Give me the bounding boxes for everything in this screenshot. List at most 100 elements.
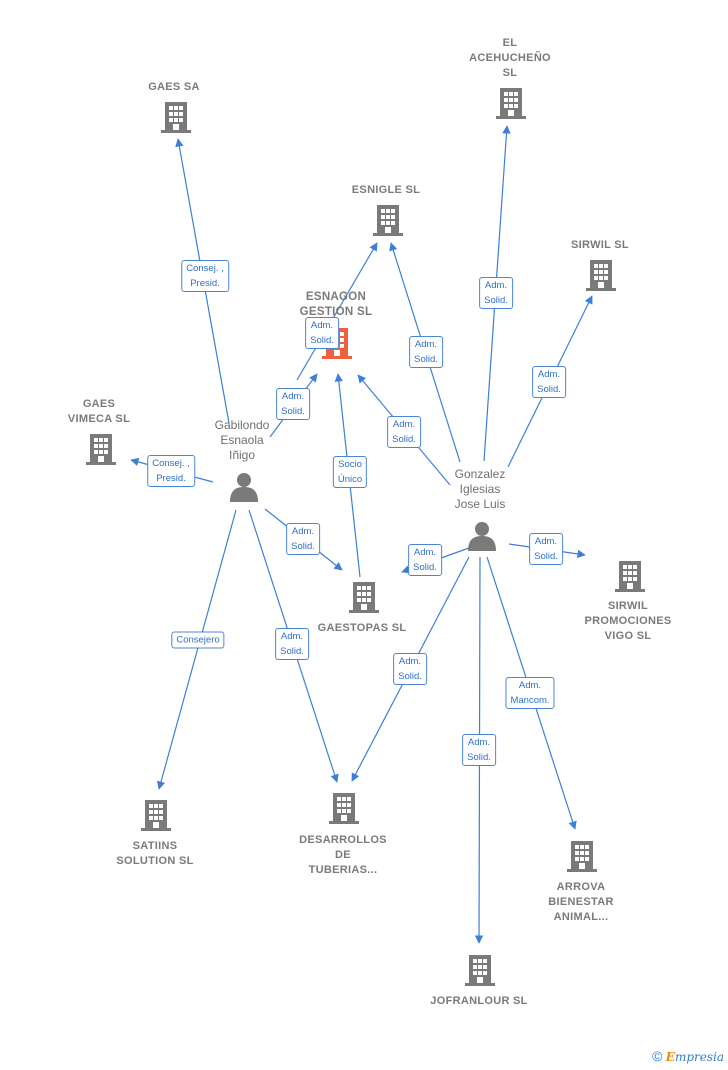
- company-label-gaes_vimeca[interactable]: GAES VIMECA SL: [34, 397, 164, 427]
- edge-gabilondo-to-satiins: [156, 509, 237, 790]
- edge-label-gonzalez-to-desarrollos[interactable]: Adm. Solid.: [393, 653, 427, 685]
- edge-label-line: Mancom.: [510, 695, 550, 706]
- edge-label-gabilondo-to-esnigle[interactable]: Adm. Solid.: [305, 317, 339, 349]
- company-label-line: DESARROLLOS: [299, 834, 387, 846]
- edge-label-line: Adm.: [398, 656, 422, 667]
- company-building-icon-gaestopas[interactable]: [349, 582, 379, 613]
- company-building-icon-desarrollos[interactable]: [329, 793, 359, 824]
- company-building-icon-jofranlour[interactable]: [465, 955, 495, 986]
- company-label-line: ESNIGLE SL: [351, 184, 421, 196]
- edge-label-gonzalez-to-sirwil[interactable]: Adm.Solid.: [532, 366, 566, 398]
- edge-label-line: Solid.: [484, 295, 508, 306]
- company-label-line: ESNAGON: [305, 291, 367, 303]
- brand-logo-initial: E: [665, 1050, 675, 1064]
- edge-label-gonzalez-to-gaestopas[interactable]: Adm. Solid.: [408, 544, 442, 576]
- person-label-line: Iglesias: [459, 482, 501, 496]
- edge-label-line: Adm.: [467, 737, 491, 748]
- company-label-line: VIMECA SL: [67, 413, 131, 425]
- copyright-icon: ©: [652, 1048, 663, 1064]
- edge-label-line: Solid.: [414, 354, 438, 365]
- company-label-line: PROMOCIONES: [584, 615, 672, 627]
- edge-label-line: Solid.: [291, 541, 315, 552]
- edge-label-line: Único: [337, 474, 363, 485]
- company-label-line: BIENESTAR: [548, 896, 614, 908]
- person-label-line: Iñigo: [228, 448, 256, 462]
- edge-label-gonzalez-to-arrova[interactable]: Adm. Mancom.: [505, 677, 555, 709]
- edge-label-line: Solid.: [537, 384, 561, 395]
- company-label-arrova[interactable]: ARROVA BIENESTAR ANIMAL...: [516, 880, 646, 925]
- company-label-line: JOFRANLOUR SL: [430, 995, 528, 1007]
- company-label-line: GAES: [82, 398, 116, 410]
- edge-label-line: Adm.: [518, 680, 542, 691]
- edge-label-line: Consej. ,: [186, 263, 224, 274]
- edge-label-gabilondo-to-gaes_vimeca[interactable]: Consej. , Presid.: [147, 455, 195, 487]
- company-label-jofranlour[interactable]: JOFRANLOUR SL: [414, 994, 544, 1009]
- company-label-line: SOLUTION SL: [116, 855, 194, 867]
- company-label-sirwil_promociones[interactable]: SIRWIL PROMOCIONES VIGO SL: [563, 599, 693, 644]
- company-building-icon-esnigle[interactable]: [373, 205, 403, 236]
- company-label-line: VIGO SL: [604, 630, 652, 642]
- company-building-icon-sirwil[interactable]: [586, 260, 616, 291]
- person-label-line: Gabilondo: [214, 418, 270, 432]
- company-label-line: ARROVA: [556, 881, 606, 893]
- company-label-line: TUBERIAS...: [308, 864, 378, 876]
- edge-label-line: Adm.: [413, 547, 437, 558]
- company-label-gaestopas[interactable]: GAESTOPAS SL: [297, 621, 427, 636]
- company-label-line: ANIMAL...: [553, 911, 609, 923]
- company-building-icon-gaes_vimeca[interactable]: [86, 434, 116, 465]
- edge-label-line: Adm.: [291, 526, 315, 537]
- edge-label-gabilondo-to-esnagon[interactable]: Adm. Solid.: [276, 388, 310, 420]
- company-label-line: SIRWIL: [607, 600, 649, 612]
- brand-logo-name: mpresia: [674, 1050, 724, 1064]
- edge-label-line: Adm.: [281, 391, 305, 402]
- edge-label-gonzalez-to-esnigle[interactable]: Adm.Solid.: [409, 336, 443, 368]
- edge-label-gonzalez-to-el_acehucheno[interactable]: Adm. Solid.: [479, 277, 513, 309]
- company-label-desarrollos[interactable]: DESARROLLOS DE TUBERIAS...: [278, 833, 408, 878]
- edge-label-line: Consejero: [176, 634, 220, 646]
- empresia-footer: © Empresia: [652, 1048, 724, 1064]
- edge-label-line: Consej. ,: [152, 458, 190, 469]
- edge-label-line: Presid.: [156, 473, 186, 484]
- edge-label-gabilondo-to-satiins[interactable]: Consejero: [171, 631, 225, 649]
- edge-label-gabilondo-to-gaes_sa[interactable]: Consej. , Presid.: [181, 260, 229, 292]
- company-label-sirwil[interactable]: SIRWIL SL: [535, 238, 665, 253]
- edge-label-line: Adm.: [534, 536, 558, 547]
- edge-label-line: Solid.: [281, 406, 305, 417]
- company-label-line: DE: [335, 849, 351, 861]
- edge-label-line: Solid.: [392, 434, 416, 445]
- edge-label-gabilondo-to-gaestopas[interactable]: Adm. Solid.: [286, 523, 320, 555]
- edge-label-gonzalez-to-jofranlour[interactable]: Adm.Solid.: [462, 734, 496, 766]
- edge-label-line: Presid.: [190, 278, 220, 289]
- company-label-line: ACEHUCHEÑO: [469, 52, 551, 64]
- edge-label-line: Adm.: [280, 631, 304, 642]
- edge-label-line: Solid.: [398, 671, 422, 682]
- company-label-line: GAESTOPAS SL: [317, 622, 407, 634]
- edge-label-gabilondo-to-desarrollos[interactable]: Adm.Solid.: [275, 628, 309, 660]
- edge-label-line: Adm.: [310, 320, 334, 331]
- company-building-icon-sirwil_promociones[interactable]: [615, 561, 645, 592]
- company-building-icon-arrova[interactable]: [567, 841, 597, 872]
- company-label-line: GAES SA: [148, 81, 200, 93]
- edge-label-line: Adm.: [484, 280, 508, 291]
- edge-label-line: Adm.: [392, 419, 416, 430]
- company-building-icon-gaes_sa[interactable]: [161, 102, 191, 133]
- person-icon-gonzalez[interactable]: [468, 522, 496, 551]
- edge-label-gonzalez-to-sirwil_promociones[interactable]: Adm.Solid.: [529, 533, 563, 565]
- person-label-line: Esnaola: [220, 433, 264, 447]
- edge-label-line: Solid.: [310, 335, 334, 346]
- person-icon-gabilondo[interactable]: [230, 473, 258, 502]
- company-building-icon-el_acehucheno[interactable]: [496, 88, 526, 119]
- person-label-line: Jose Luis: [454, 497, 506, 511]
- edge-label-gonzalez-to-esnagon[interactable]: Adm. Solid.: [387, 416, 421, 448]
- company-building-icon-satiins[interactable]: [141, 800, 171, 831]
- company-label-esnigle[interactable]: ESNIGLE SL: [321, 183, 451, 198]
- company-label-gaes_sa[interactable]: GAES SA: [109, 80, 239, 95]
- edge-gabilondo-to-esnigle: [296, 242, 378, 381]
- edge-label-line: Solid.: [413, 562, 437, 573]
